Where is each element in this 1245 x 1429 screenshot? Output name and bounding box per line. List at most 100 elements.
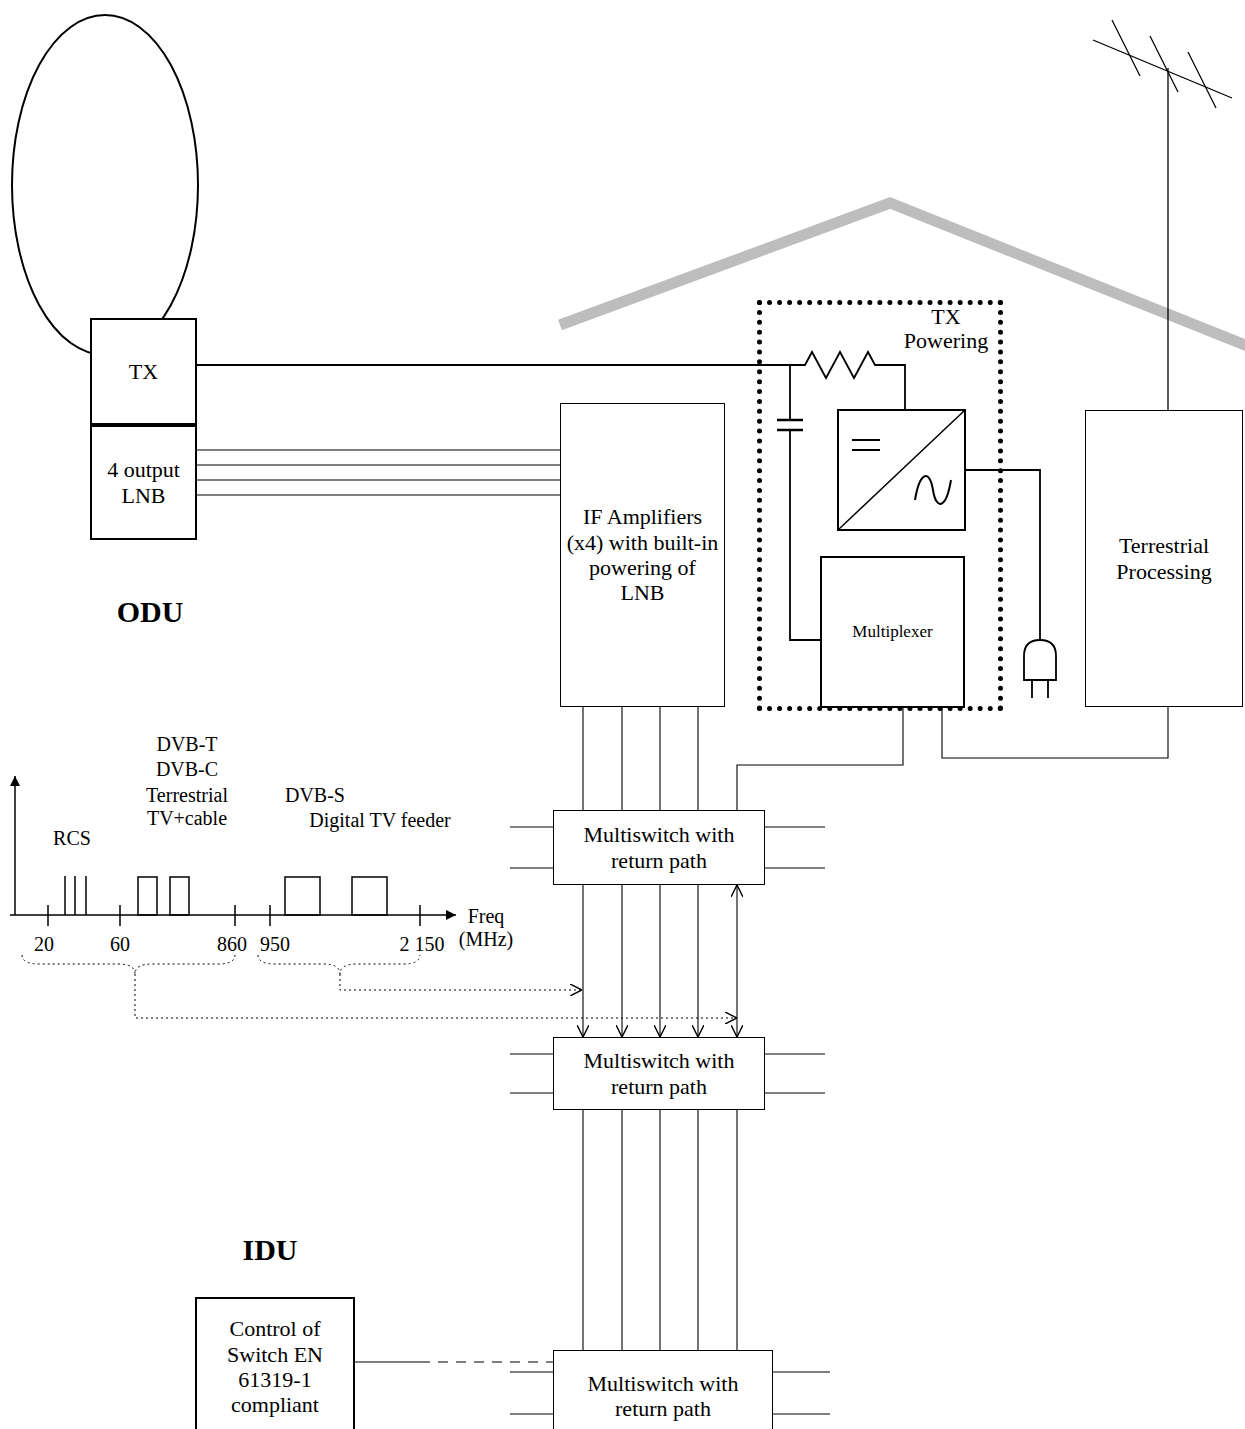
- stub-line: [510, 1054, 553, 1055]
- stub-line: [510, 1414, 553, 1415]
- stub-line: [510, 1372, 553, 1373]
- stub-line: [765, 868, 825, 869]
- plug-pin: [1031, 680, 1033, 698]
- multiswitch-stubs: [510, 827, 830, 1414]
- connector: [942, 707, 1168, 758]
- spectrum-chart: [10, 776, 456, 926]
- antenna-element: [1188, 52, 1216, 108]
- band-label: RCS: [53, 827, 91, 850]
- connector: [621, 885, 622, 1037]
- axis-value: 20: [34, 933, 54, 956]
- node-text: 4 output LNB: [92, 454, 195, 511]
- multiswitch-box: Multiswitch with return path: [553, 810, 765, 885]
- connector: [197, 464, 560, 465]
- connector: [582, 1110, 583, 1350]
- section-label: ODU: [117, 595, 184, 630]
- connector: [621, 1110, 622, 1350]
- converter-diagonal: [838, 410, 965, 530]
- section-label: IDU: [242, 1233, 297, 1268]
- satellite-channel: [352, 877, 387, 915]
- stub-line: [510, 827, 553, 828]
- band-label: Terrestrial TV+cable: [132, 784, 242, 830]
- stub-line: [773, 1414, 830, 1415]
- terrestrial-box: Terrestrial Processing: [1085, 410, 1243, 707]
- connector: [582, 885, 583, 1037]
- multiswitch-box: Multiswitch with return path: [553, 1037, 765, 1110]
- antenna-mast: [1167, 68, 1168, 410]
- chart-x-axis: [10, 914, 456, 916]
- node-text: Multiswitch with return path: [554, 819, 764, 876]
- connector: [197, 479, 560, 480]
- axis-tick: [269, 905, 271, 926]
- connector: [736, 885, 737, 1037]
- mains-plug: [1024, 640, 1056, 698]
- resistor-symbol: [790, 352, 905, 410]
- rcs-carrier: [74, 876, 76, 915]
- connector: [659, 1110, 660, 1350]
- axis-tick: [419, 905, 421, 926]
- ac-symbol: [915, 476, 951, 504]
- connector: [197, 494, 560, 495]
- powering-group: Multiplexer TX Powering: [757, 300, 1003, 711]
- connector: [659, 707, 660, 810]
- satellite-dish: [12, 15, 198, 355]
- plug-pin: [1047, 680, 1049, 698]
- rcs-carrier: [64, 876, 66, 915]
- plug-body: [1024, 640, 1056, 680]
- axis-title: Freq (MHz): [455, 905, 517, 951]
- antenna-boom: [1093, 40, 1232, 98]
- axis-value: 860: [217, 933, 247, 956]
- band-label: DVB-T: [156, 733, 217, 756]
- connector: [197, 449, 560, 450]
- amplifier-box: IF Amplifiers (x4) with built-in powerin…: [560, 403, 725, 707]
- multiplexer-box: Multiplexer: [820, 556, 965, 708]
- node-text: TX: [124, 356, 163, 387]
- connector: [697, 1110, 698, 1350]
- node-text: Multiswitch with return path: [554, 1368, 772, 1425]
- dc-symbol: [852, 449, 880, 451]
- band-brackets: [22, 955, 737, 1018]
- capacitor-gap: [784, 421, 796, 429]
- band-brace: [22, 955, 235, 974]
- axis-value: 60: [110, 933, 130, 956]
- stub-line: [510, 1093, 553, 1094]
- band-pointer: [135, 974, 737, 1018]
- axis-tick: [47, 905, 49, 926]
- antenna-element: [1150, 36, 1178, 92]
- stub-line: [765, 1054, 825, 1055]
- connector: [197, 365, 820, 640]
- connector: [697, 707, 698, 810]
- rcs-carrier: [85, 876, 87, 915]
- node-text: Control of Switch EN 61319-1 compliant: [197, 1313, 353, 1420]
- chart-y-axis: [14, 776, 16, 915]
- stub-line: [765, 827, 825, 828]
- dc-symbol: [852, 439, 880, 441]
- band-pointer: [340, 974, 582, 990]
- connector: [621, 707, 622, 810]
- stub-line: [510, 868, 553, 869]
- band-label: Digital TV feeder: [309, 809, 450, 832]
- dc-ac-converter: [838, 410, 965, 530]
- band-label: DVB-C: [156, 758, 218, 781]
- terrestrial-channel: [170, 877, 189, 915]
- axis-tick: [234, 905, 236, 926]
- capacitor-plate: [777, 429, 803, 432]
- band-label: DVB-S: [285, 784, 345, 807]
- connector: [736, 1110, 737, 1350]
- connector: [659, 885, 660, 1037]
- satellite-channel: [285, 877, 320, 915]
- connector: [355, 1361, 553, 1362]
- terrestrial-antenna: [1093, 20, 1232, 410]
- node-text: Multiplexer: [847, 619, 937, 645]
- connector: [737, 708, 903, 810]
- terrestrial-channel: [138, 877, 157, 915]
- axis-tick: [119, 905, 121, 926]
- stub-line: [765, 1093, 825, 1094]
- transmitter-box: TX: [90, 318, 197, 425]
- axis-value: 2 150: [400, 933, 445, 956]
- node-text: TX Powering: [894, 305, 998, 353]
